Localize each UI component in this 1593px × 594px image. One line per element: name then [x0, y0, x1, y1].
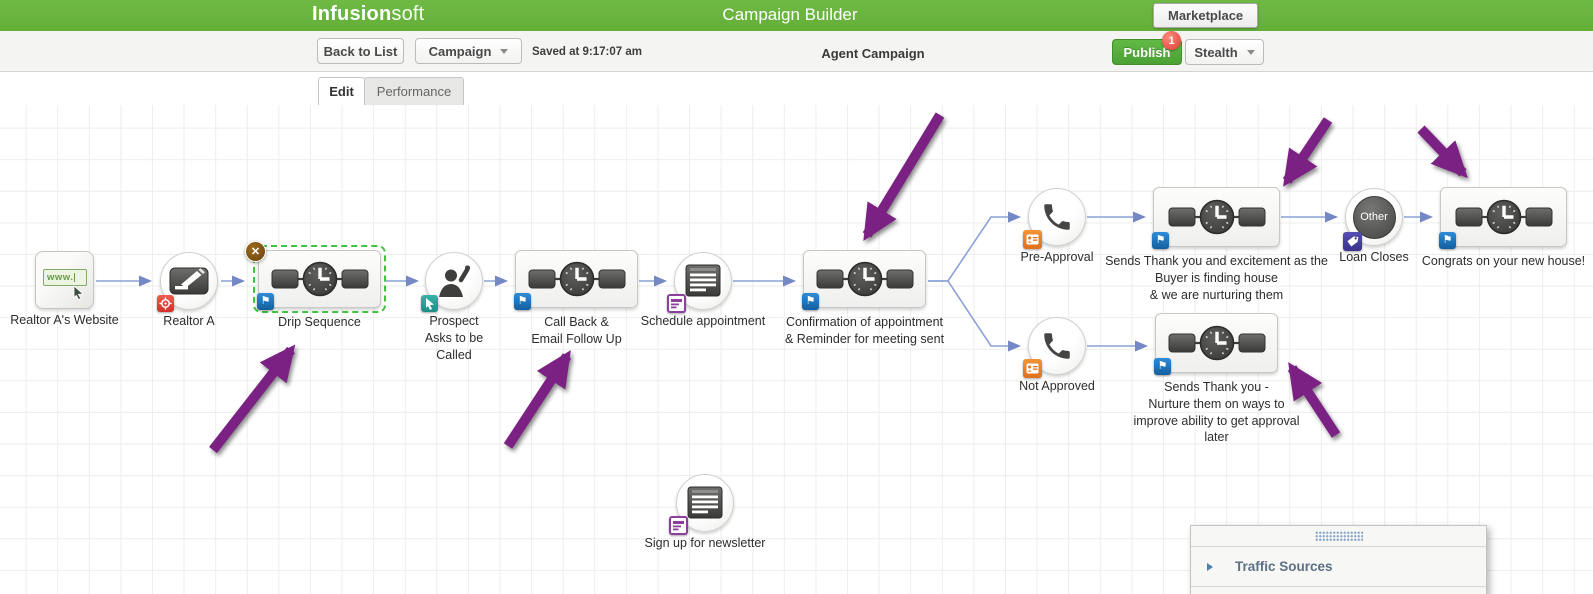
flag-badge-icon: ⚑ [802, 293, 819, 310]
drag-handle-icon[interactable] [1314, 531, 1363, 541]
phone-icon [1044, 333, 1070, 359]
expander-triangle-icon[interactable] [1207, 562, 1213, 571]
node-label: Realtor A's Website [10, 313, 119, 327]
sequence-icon [1455, 199, 1552, 235]
contact-card-badge-icon [1023, 359, 1042, 378]
node-prospect-asks-to-be-called[interactable]: Prospect Asks to be Called [421, 252, 483, 362]
email-pencil-icon [169, 267, 209, 295]
connector-lines [96, 211, 1433, 352]
campaign-canvas[interactable]: www. Realtor A's Website [0, 105, 1593, 594]
website-icon: www. [43, 269, 87, 286]
flag-badge-icon: ⚑ [1439, 232, 1456, 249]
goal-target-badge-icon [157, 295, 174, 312]
sequence-icon [528, 261, 625, 297]
node-label: Realtor A [163, 314, 215, 328]
sequence-icon [1168, 199, 1265, 235]
panel-grip-row [1191, 526, 1486, 546]
flag-badge-icon: ⚑ [257, 293, 274, 310]
node-label: Schedule appointment [640, 314, 766, 328]
contact-card-badge-icon [1023, 230, 1042, 249]
node-call-back-email-follow-up[interactable]: ⚑ Call Back & Email Follow Up [514, 250, 638, 346]
webform-badge-icon [667, 294, 686, 313]
node-label: Sends Thank you and excitement as the Bu… [1105, 254, 1328, 302]
form-document-icon [687, 486, 723, 519]
chevron-down-icon [1246, 49, 1255, 55]
node-label: Sends Thank you - Nurture them on ways t… [1133, 380, 1300, 445]
node-label: Not Approved [1019, 379, 1095, 393]
top-header-bar: Infusionsoft Campaign Builder Marketplac… [0, 0, 1593, 31]
back-to-list-button[interactable]: Back to List [317, 38, 404, 64]
node-congrats-new-house[interactable]: ⚑ Congrats on your new house! [1422, 187, 1585, 268]
traffic-sources-panel: Traffic Sources [1190, 525, 1487, 594]
publish-count-badge: 1 [1162, 31, 1181, 50]
node-label: Sign up for newsletter [644, 536, 766, 550]
form-document-icon [685, 264, 721, 297]
logo-light-text: soft [391, 3, 425, 25]
person-raising-hand-icon [439, 265, 471, 297]
marketplace-button[interactable]: Marketplace [1153, 3, 1259, 28]
panel-title: Traffic Sources [1235, 559, 1333, 574]
tab-performance[interactable]: Performance [364, 77, 464, 105]
stealth-dropdown[interactable]: Stealth [1185, 39, 1264, 65]
traffic-sources-header[interactable]: Traffic Sources [1191, 546, 1486, 586]
chevron-down-icon [500, 48, 509, 54]
node-label: Prospect Asks to be Called [424, 314, 484, 362]
cursor-icon [73, 285, 84, 300]
phone-icon [1044, 204, 1070, 230]
sequence-icon [271, 261, 368, 297]
infusionsoft-logo: Infusionsoft [312, 3, 424, 26]
webform-badge-icon [669, 516, 688, 535]
node-label: Congrats on your new house! [1421, 254, 1586, 268]
sequence-icon [1168, 325, 1265, 361]
flag-badge-icon: ⚑ [1154, 358, 1171, 375]
campaign-toolbar: Back to List Campaign Saved at 9:17:07 a… [0, 31, 1593, 72]
campaign-name: Agent Campaign [821, 46, 925, 61]
delete-node-button[interactable]: ✕ [245, 241, 266, 262]
page-title: Campaign Builder [722, 5, 858, 24]
node-loan-closes[interactable]: Other Loan Closes [1339, 188, 1409, 264]
panel-next-section [1191, 586, 1486, 594]
annotation-arrows [209, 112, 1468, 454]
tab-strip: Edit Performance [0, 72, 1593, 105]
sequence-icon [816, 261, 913, 297]
selection-outline [253, 245, 386, 313]
flag-badge-icon: ⚑ [514, 293, 531, 310]
node-schedule-appointment[interactable]: Schedule appointment [641, 252, 765, 328]
campaign-dropdown[interactable]: Campaign [415, 38, 522, 64]
logo-bold-text: Infusion [312, 3, 392, 25]
node-realtor-a[interactable]: Realtor A [157, 252, 218, 328]
node-sign-up-for-newsletter[interactable]: Sign up for newsletter [645, 474, 765, 550]
node-sends-thank-you-nurture[interactable]: ⚑ Sends Thank you - Nurture them on ways… [1133, 313, 1300, 444]
node-realtor-a-website[interactable]: www. Realtor A's Website [10, 251, 119, 327]
node-not-approved[interactable]: Not Approved [1019, 317, 1095, 393]
node-label: Pre-Approval [1020, 250, 1094, 264]
node-label: Loan Closes [1339, 250, 1409, 264]
node-label: Call Back & Email Follow Up [531, 315, 622, 346]
other-goal-icon: Other [1352, 195, 1396, 239]
saved-status-text: Saved at 9:17:07 am [532, 46, 642, 58]
flag-badge-icon: ⚑ [1152, 232, 1169, 249]
node-label: Drip Sequence [278, 315, 361, 329]
node-pre-approval[interactable]: Pre-Approval [1021, 188, 1093, 264]
node-drip-sequence[interactable]: ✕ ⚑ Drip Sequence [245, 241, 386, 329]
node-label: Confirmation of appointment & Reminder f… [784, 315, 945, 346]
tab-edit[interactable]: Edit [318, 77, 365, 105]
stealth-dropdown-label: Stealth [1194, 44, 1238, 60]
click-goal-badge-icon [421, 295, 438, 312]
node-sends-thank-you-excitement[interactable]: ⚑ Sends Thank you and excitement as the … [1105, 187, 1328, 302]
campaign-dropdown-label: Campaign [428, 43, 492, 59]
tag-badge-icon [1343, 232, 1362, 251]
node-confirmation-of-appointment[interactable]: ⚑ Confirmation of appointment & Reminder… [785, 250, 944, 346]
